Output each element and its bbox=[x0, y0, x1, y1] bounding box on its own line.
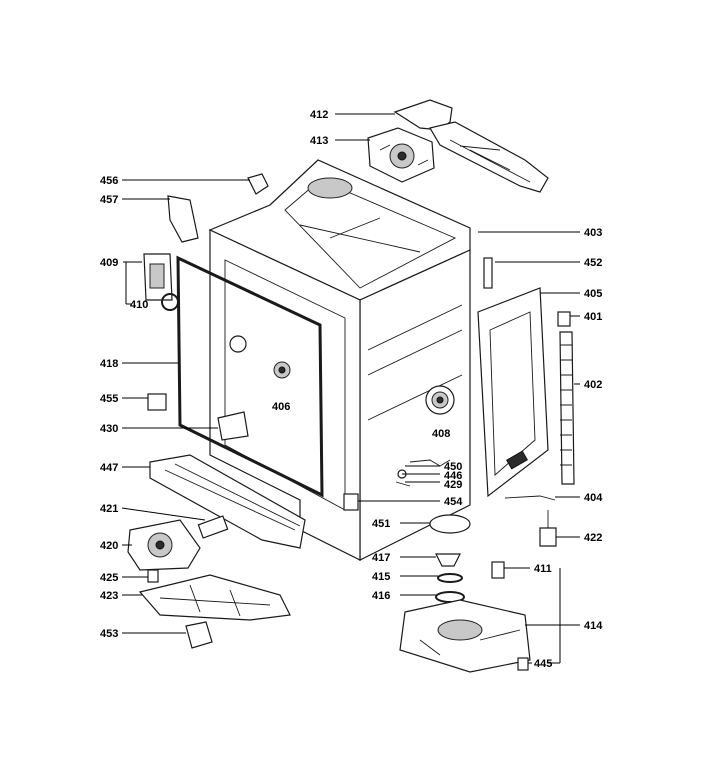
callout-labels: 412 413 456 457 403 409 452 405 410 401 … bbox=[100, 109, 603, 670]
part-417-nozzle bbox=[435, 553, 461, 567]
callout-405: 405 bbox=[584, 288, 602, 300]
part-421-filter bbox=[197, 515, 229, 539]
callout-446: 446 bbox=[444, 470, 462, 482]
part-452-bracket bbox=[483, 257, 493, 289]
callout-415: 415 bbox=[372, 571, 390, 583]
part-403-tub-cabinet bbox=[176, 159, 471, 561]
callout-447: 447 bbox=[100, 462, 118, 474]
callout-412: 412 bbox=[310, 109, 328, 121]
part-409-dispenser bbox=[143, 253, 173, 301]
callout-411: 411 bbox=[534, 563, 552, 575]
callout-402: 402 bbox=[584, 379, 602, 391]
callout-455: 455 bbox=[100, 393, 118, 405]
part-450-spring bbox=[409, 459, 451, 467]
callout-404: 404 bbox=[584, 492, 603, 504]
callout-456: 456 bbox=[100, 175, 118, 187]
part-404-cable bbox=[504, 495, 556, 501]
part-412-top-duct bbox=[393, 99, 549, 193]
callout-403: 403 bbox=[584, 227, 602, 239]
part-413-fan-assembly bbox=[367, 127, 435, 183]
callout-429: 429 bbox=[444, 479, 462, 491]
callout-408: 408 bbox=[432, 428, 450, 440]
callout-445: 445 bbox=[534, 658, 552, 670]
callout-457: 457 bbox=[100, 194, 118, 206]
callout-425: 425 bbox=[100, 572, 118, 584]
part-425-sensor bbox=[147, 569, 159, 583]
part-420-pump bbox=[127, 519, 201, 571]
callout-416: 416 bbox=[372, 590, 390, 602]
part-406-wash-hub bbox=[273, 361, 291, 379]
part-447-rail bbox=[149, 454, 306, 549]
callout-450: 450 bbox=[444, 461, 462, 473]
callout-406: 406 bbox=[272, 401, 290, 413]
part-423-base-tray bbox=[138, 574, 291, 621]
part-453-valve bbox=[185, 621, 213, 649]
part-401-hose-connector bbox=[557, 311, 571, 327]
callout-421: 421 bbox=[100, 503, 118, 515]
callout-401: 401 bbox=[584, 311, 602, 323]
callout-414: 414 bbox=[584, 620, 603, 632]
part-454-bracket bbox=[343, 493, 359, 511]
part-457-latch bbox=[167, 195, 199, 243]
part-410-seal-ring bbox=[161, 293, 179, 311]
callout-420: 420 bbox=[100, 540, 118, 552]
callout-453: 453 bbox=[100, 628, 118, 640]
callout-410: 410 bbox=[130, 299, 148, 311]
callout-452: 452 bbox=[584, 257, 602, 269]
part-451-cap bbox=[429, 514, 471, 534]
part-402-hose bbox=[559, 331, 575, 485]
callout-454: 454 bbox=[444, 496, 463, 508]
callout-423: 423 bbox=[100, 590, 118, 602]
part-405-side-panel bbox=[477, 287, 549, 498]
part-445-sensor bbox=[517, 657, 529, 671]
callout-430: 430 bbox=[100, 423, 118, 435]
callout-409: 409 bbox=[100, 257, 118, 269]
part-411-float bbox=[491, 561, 505, 579]
part-415-gasket bbox=[437, 573, 463, 583]
callout-418: 418 bbox=[100, 358, 118, 370]
part-408-sump bbox=[425, 385, 455, 415]
callout-451: 451 bbox=[372, 518, 390, 530]
part-429-screw bbox=[395, 481, 411, 487]
part-430-hinge bbox=[217, 411, 249, 441]
callout-422: 422 bbox=[584, 532, 602, 544]
part-455-clip bbox=[147, 393, 167, 411]
part-456-valve bbox=[247, 173, 269, 195]
part-414-sump-housing bbox=[399, 599, 531, 673]
part-422-connector bbox=[539, 510, 557, 547]
callout-413: 413 bbox=[310, 135, 328, 147]
callout-417: 417 bbox=[372, 552, 390, 564]
leader-lines bbox=[121, 113, 580, 664]
